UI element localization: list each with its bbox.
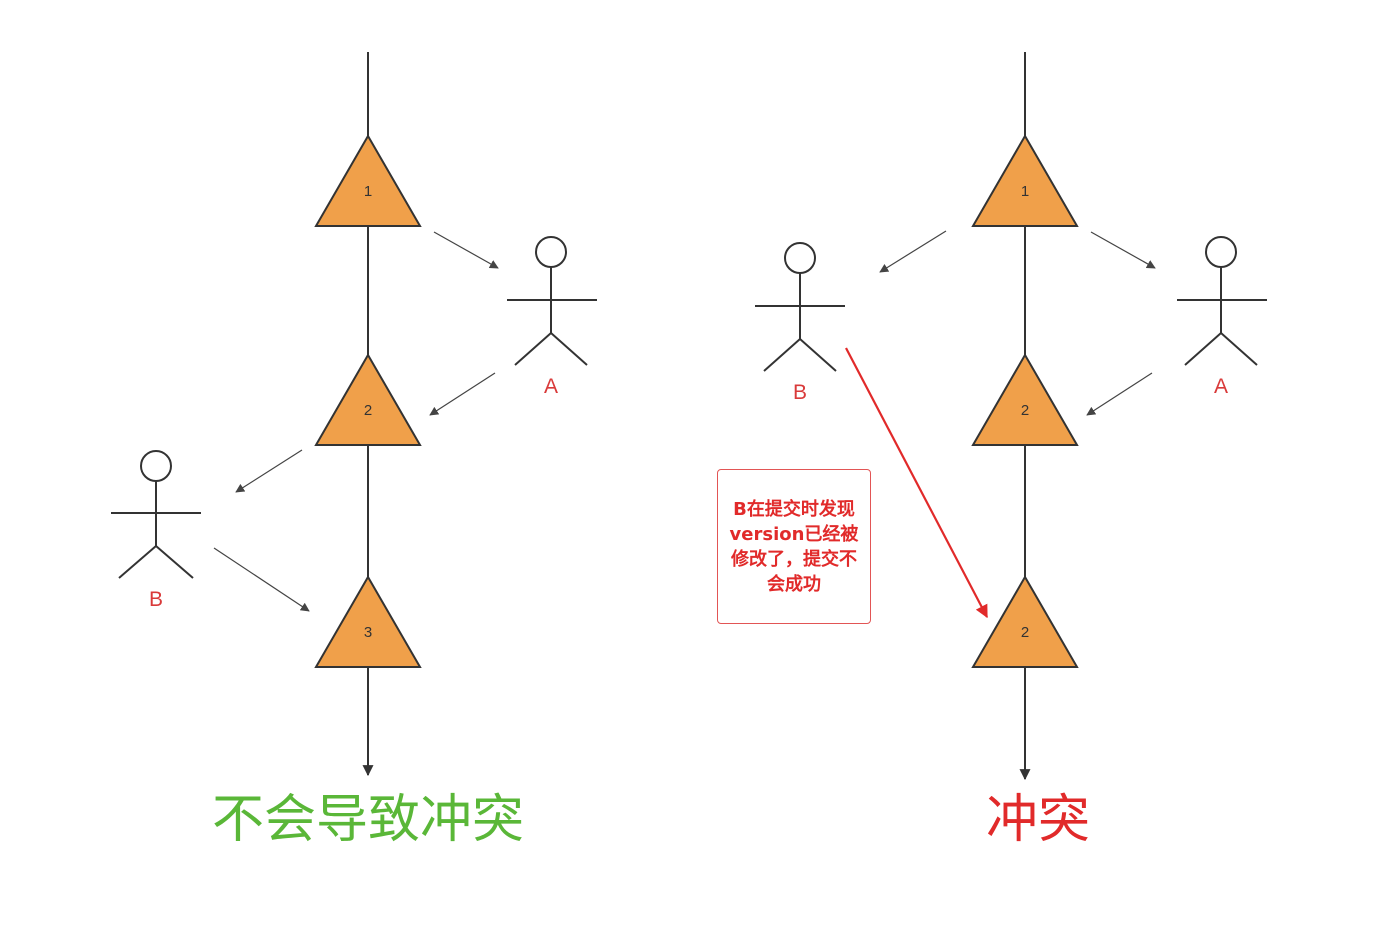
arrow-v2-to-b <box>235 449 303 493</box>
arrow-v1-to-b <box>879 230 947 273</box>
arrow-b-to-v3 <box>213 547 310 612</box>
left-version-3: 3 <box>314 575 422 668</box>
left-version-2: 2 <box>314 353 422 446</box>
right-actor-b <box>755 242 845 372</box>
actor-head <box>140 450 172 482</box>
left-flow-arrows <box>213 231 499 612</box>
right-caption: 冲突 <box>986 790 1091 850</box>
version-triangle <box>971 134 1079 227</box>
arrow-v1-to-a <box>433 231 499 269</box>
arrow-a-to-v2 <box>429 372 496 416</box>
left-actor-b <box>111 450 201 579</box>
right-version-2: 2 <box>971 353 1079 446</box>
right-version-1: 1 <box>971 134 1079 227</box>
left-version-1: 1 <box>314 134 422 227</box>
version-triangle <box>971 575 1079 668</box>
version-triangle <box>971 353 1079 446</box>
actor-head <box>784 242 816 274</box>
right-actor-a-label: A <box>1214 375 1228 398</box>
arrow-v1-to-a <box>1090 231 1156 269</box>
right-version-2-attempt: 2 <box>971 575 1079 668</box>
actor-head <box>535 236 567 268</box>
version-triangle <box>314 134 422 227</box>
version-triangle <box>314 575 422 668</box>
version-number: 1 <box>364 183 372 200</box>
left-panel: 1 2 3 A B <box>111 52 597 777</box>
version-number: 2 <box>1021 624 1029 641</box>
actor-head <box>1205 236 1237 268</box>
arrow-a-to-v2 <box>1086 372 1153 416</box>
version-number: 2 <box>364 402 372 419</box>
left-caption: 不会导致冲突 <box>212 790 525 850</box>
conflict-note-text: B在提交时发现version已经被修改了，提交不会成功 <box>729 498 859 595</box>
version-number: 3 <box>364 624 372 641</box>
version-number: 2 <box>1021 402 1029 419</box>
right-actor-b-label: B <box>793 381 807 404</box>
right-flow-arrows <box>879 230 1156 416</box>
conflict-arrow <box>845 347 988 619</box>
right-panel: 1 2 2 A B <box>755 52 1267 781</box>
left-actor-a <box>507 236 597 366</box>
version-triangle <box>314 353 422 446</box>
left-actor-b-label: B <box>149 588 163 611</box>
conflict-note: B在提交时发现version已经被修改了，提交不会成功 <box>717 469 871 624</box>
right-actor-a <box>1177 236 1267 366</box>
version-number: 1 <box>1021 183 1029 200</box>
left-actor-a-label: A <box>544 375 558 398</box>
